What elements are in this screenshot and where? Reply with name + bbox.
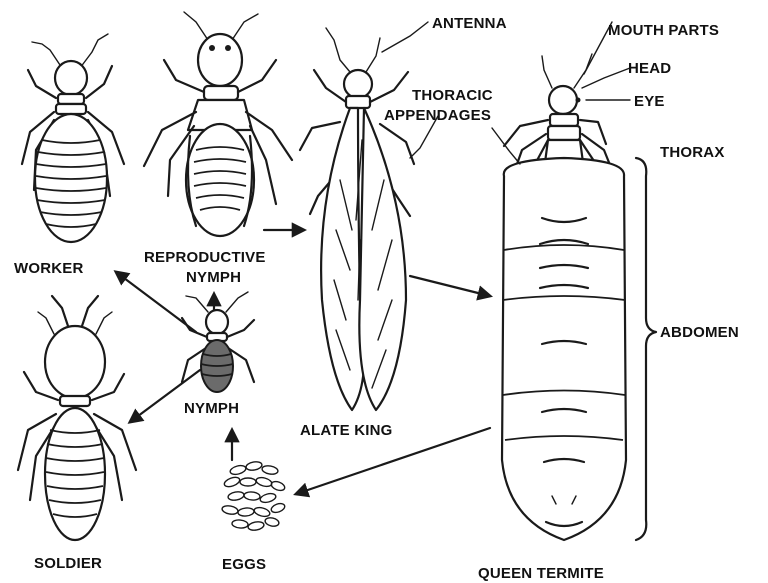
reproductive-nymph-termite	[144, 12, 292, 236]
label-queen-termite: QUEEN TERMITE	[478, 565, 604, 582]
label-reproductive: REPRODUCTIVE	[144, 249, 266, 266]
queen-termite	[502, 54, 626, 540]
label-eye: EYE	[634, 93, 665, 110]
alate-king-termite	[300, 28, 414, 410]
label-abdomen: ABDOMEN	[660, 324, 739, 341]
arrow-alate-to-queen	[410, 276, 490, 296]
worker-termite	[22, 34, 124, 242]
arrow-nymph-to-worker	[116, 272, 196, 332]
label-soldier: SOLDIER	[34, 555, 102, 572]
abdomen-brace	[636, 158, 656, 540]
nymph-termite	[182, 292, 254, 392]
soldier-termite	[18, 296, 136, 540]
label-antenna: ANTENNA	[432, 15, 507, 32]
label-nymph: NYMPH	[184, 400, 239, 417]
label-eggs: EGGS	[222, 556, 266, 573]
label-head: HEAD	[628, 60, 671, 77]
eggs-cluster	[221, 461, 286, 532]
label-appendages: APPENDAGES	[384, 107, 491, 124]
label-thorax: THORAX	[660, 144, 725, 161]
label-worker: WORKER	[14, 260, 84, 277]
label-reproductive-nymph: NYMPH	[186, 269, 241, 286]
label-thoracic: THORACIC	[412, 87, 493, 104]
label-mouth-parts: MOUTH PARTS	[608, 22, 719, 39]
label-alate-king: ALATE KING	[300, 422, 393, 439]
